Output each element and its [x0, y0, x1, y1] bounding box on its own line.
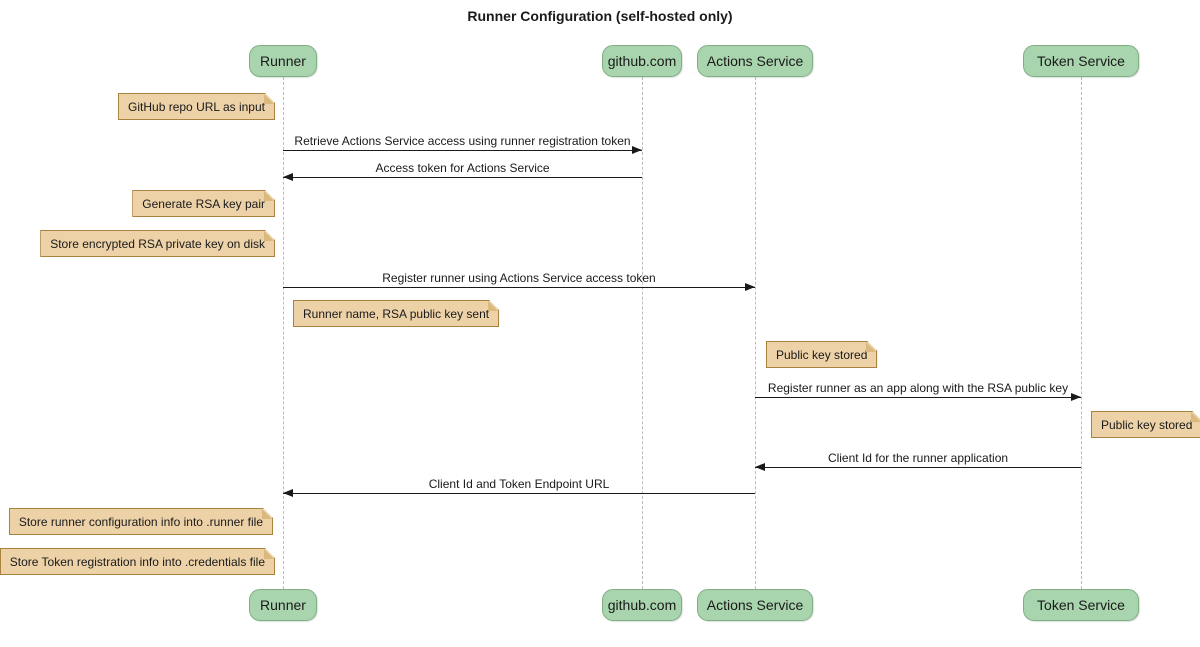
lifeline-runner — [283, 77, 284, 589]
message-register-runner-as-app: Register runner as an app along with the… — [755, 381, 1081, 401]
note-store-credentials-file: Store Token registration info into .cred… — [0, 548, 275, 575]
note-public-key-stored-token: Public key stored — [1091, 411, 1200, 438]
arrow-right-icon — [283, 145, 642, 154]
message-label: Register runner as an app along with the… — [767, 381, 1069, 395]
note-runner-name-sent: Runner name, RSA public key sent — [293, 300, 499, 327]
lifeline-actions-service — [755, 77, 756, 589]
message-client-id-returned: Client Id for the runner application — [755, 451, 1081, 471]
message-label: Client Id for the runner application — [827, 451, 1009, 465]
note-public-key-stored-actions: Public key stored — [766, 341, 877, 368]
participant-actions-service-top: Actions Service — [697, 45, 813, 77]
note-github-repo-url: GitHub repo URL as input — [118, 93, 275, 120]
participant-github-top: github.com — [602, 45, 682, 77]
arrow-left-icon — [283, 172, 642, 181]
arrow-left-icon — [283, 488, 755, 497]
message-label: Client Id and Token Endpoint URL — [428, 477, 610, 491]
participant-runner-top: Runner — [249, 45, 317, 77]
message-client-id-and-endpoint: Client Id and Token Endpoint URL — [283, 477, 755, 497]
note-store-runner-file: Store runner configuration info into .ru… — [9, 508, 273, 535]
diagram-title: Runner Configuration (self-hosted only) — [467, 8, 733, 24]
message-label: Retrieve Actions Service access using ru… — [294, 134, 631, 148]
message-retrieve-actions-service-access: Retrieve Actions Service access using ru… — [283, 134, 642, 154]
participant-token-service-bottom: Token Service — [1023, 589, 1139, 621]
note-generate-rsa-key-pair: Generate RSA key pair — [132, 190, 275, 217]
participant-actions-service-bottom: Actions Service — [697, 589, 813, 621]
message-register-runner: Register runner using Actions Service ac… — [283, 271, 755, 291]
participant-runner-bottom: Runner — [249, 589, 317, 621]
message-label: Register runner using Actions Service ac… — [382, 271, 656, 285]
arrow-left-icon — [755, 462, 1081, 471]
message-access-token-returned: Access token for Actions Service — [283, 161, 642, 181]
arrow-right-icon — [755, 392, 1081, 401]
participant-token-service-top: Token Service — [1023, 45, 1139, 77]
arrow-right-icon — [283, 282, 755, 291]
participant-github-bottom: github.com — [602, 589, 682, 621]
note-store-private-key: Store encrypted RSA private key on disk — [40, 230, 275, 257]
lifeline-token-service — [1081, 77, 1082, 589]
lifeline-github — [642, 77, 643, 589]
message-label: Access token for Actions Service — [375, 161, 550, 175]
